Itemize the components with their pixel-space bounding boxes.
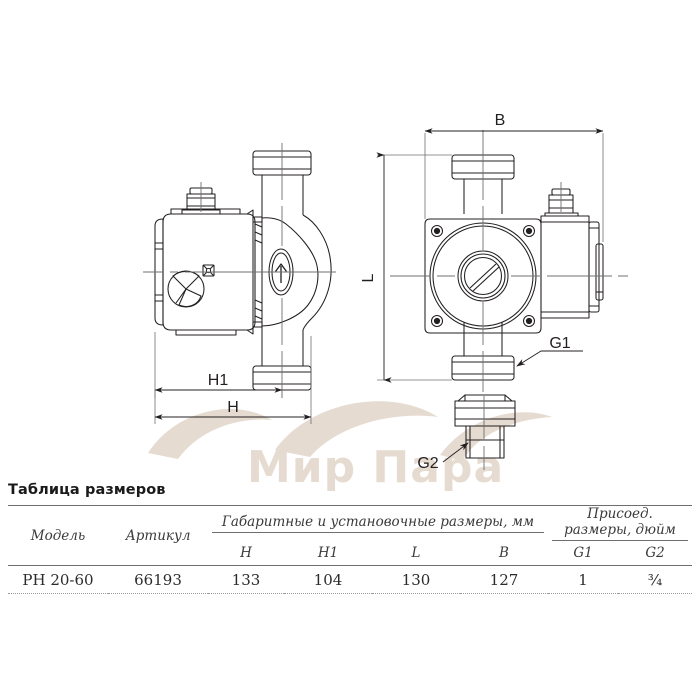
header-h1: H1 [317,545,339,561]
label-h: H [227,399,239,416]
drawing-geometry [143,128,628,470]
header-artikul: Артикул [108,505,208,566]
label-b: B [495,112,506,129]
header-group-connect: Присоед. размеры, дюйм [548,505,692,541]
dimension-labels: H1 H B L G1 G2 [208,112,571,472]
header-group-connect-label: Присоед. размеры, дюйм [552,506,688,541]
header-l: L [411,545,421,561]
table-bottom-rule [8,593,692,595]
dimension-b [424,128,604,242]
side-view [143,143,336,398]
technical-drawing: H1 H B L G1 G2 [143,112,628,472]
centerline-vertical-front [482,130,485,470]
dimension-l [376,152,452,383]
label-h1: H1 [208,372,229,389]
dimensions-table: Модель Артикул Габаритные и установочные… [8,505,692,595]
cell-g2: ¾ [618,565,692,594]
label-l: L [360,273,377,282]
header-b: B [499,545,509,561]
cell-g1: 1 [548,565,618,594]
cell-model: PH 20-60 [8,565,108,594]
header-group-overall: Габаритные и установочные размеры, мм [208,505,548,541]
dimensions-table-block: Таблица размеров Модель Артикул Габаритн… [8,482,692,595]
cell-b: 127 [460,565,548,594]
cell-h: 133 [208,565,284,594]
cell-artikul: 66193 [108,565,208,594]
label-g1: G1 [549,335,570,352]
cell-h1: 104 [284,565,372,594]
table-title: Таблица размеров [8,482,166,498]
dimension-h1 [154,332,283,398]
header-group-overall-label: Габаритные и установочные размеры, мм [212,514,544,533]
label-g2: G2 [417,455,438,472]
table-row: PH 20-60 66193 133 104 130 127 1 ¾ [8,565,692,594]
header-h: H [240,545,252,561]
cell-l: 130 [372,565,460,594]
header-g1: G1 [573,545,593,561]
header-model: Модель [8,505,108,566]
header-g2: G2 [645,545,665,561]
leader-g2 [442,442,469,463]
leader-g1 [516,350,583,367]
front-view [390,130,628,470]
